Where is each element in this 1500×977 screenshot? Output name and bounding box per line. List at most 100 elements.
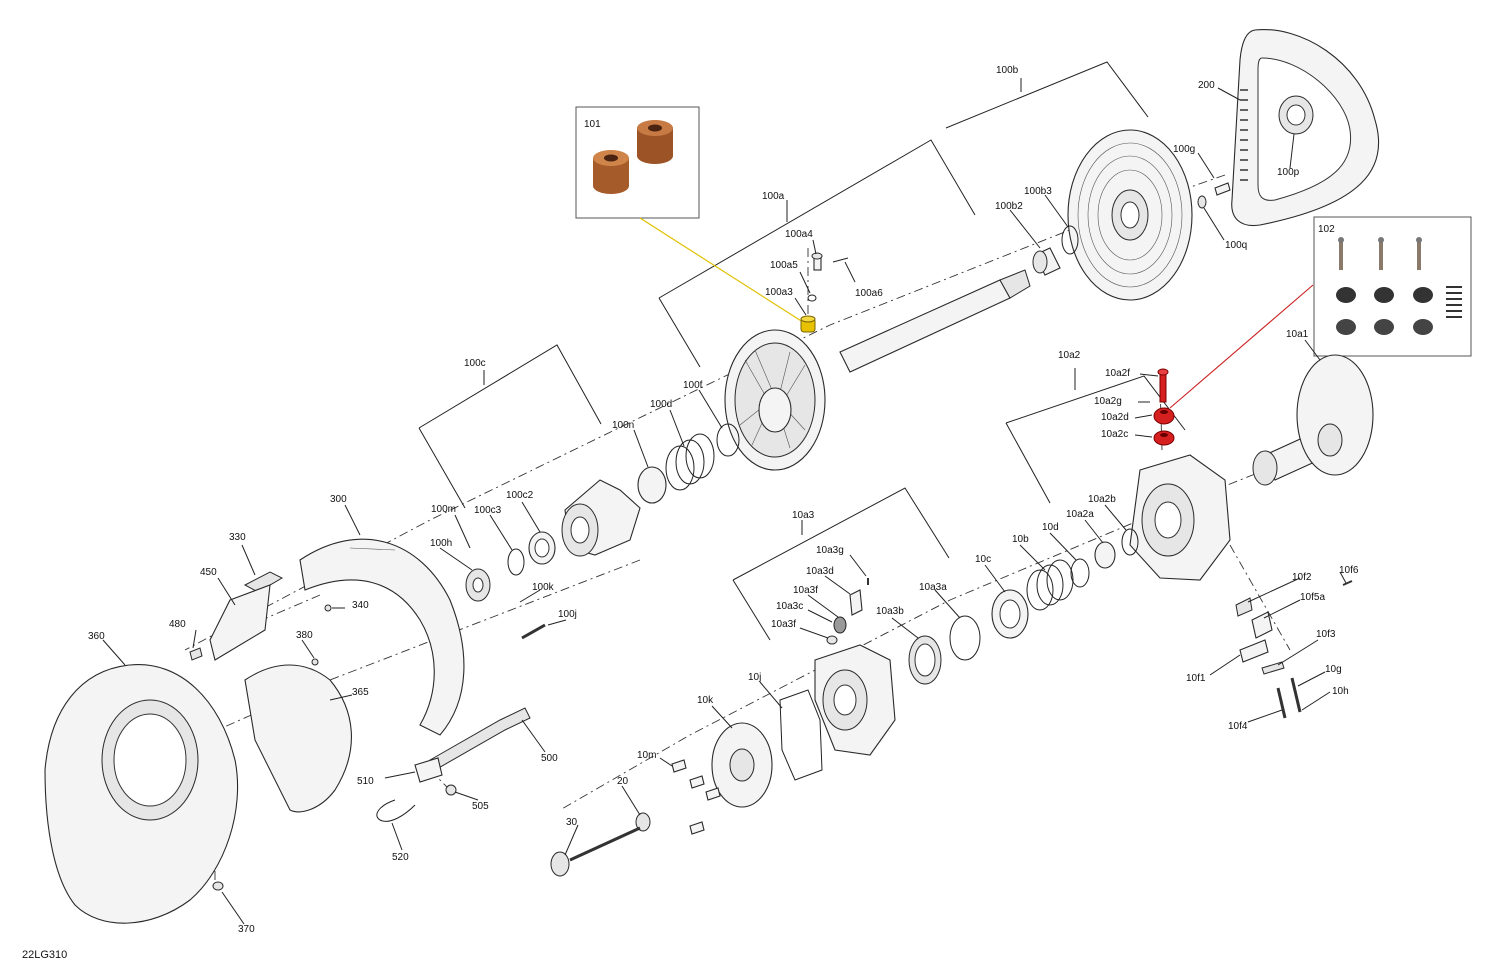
part-label-505: 505	[472, 801, 489, 812]
bracket-450	[209, 584, 271, 661]
spring-10b	[1026, 559, 1074, 611]
roller-10a2d	[1153, 407, 1175, 425]
part-label-100m: 100m	[431, 504, 456, 515]
part-label-10j: 10j	[748, 672, 761, 683]
part-label-10a3b: 10a3b	[876, 606, 904, 617]
part-label-100p: 100p	[1277, 167, 1300, 178]
part-label-20: 20	[617, 776, 629, 787]
part-label-100a4: 100a4	[785, 229, 813, 240]
part-label-10f6: 10f6	[1339, 565, 1359, 576]
guard-300	[299, 538, 465, 736]
part-label-10a2f: 10a2f	[1105, 368, 1130, 379]
part-label-10a3: 10a3	[792, 510, 815, 521]
part-label-100c3: 100c3	[474, 505, 502, 516]
gasket-10j	[779, 689, 823, 781]
pin-10f6	[1342, 580, 1353, 586]
part-label-100b: 100b	[996, 65, 1019, 76]
ring-10a3a	[949, 615, 981, 661]
bolt-30	[550, 826, 641, 877]
part-label-10f1: 10f1	[1186, 673, 1206, 684]
screw-100a4	[811, 252, 823, 271]
part-label-10a2: 10a2	[1058, 350, 1081, 361]
grommet-370	[212, 881, 224, 891]
part-label-510: 510	[357, 776, 374, 787]
spider-10a3	[814, 644, 896, 756]
ring-10d	[1070, 558, 1090, 588]
leader-yellow	[639, 217, 807, 325]
part-label-10f2: 10f2	[1292, 572, 1312, 583]
part-label-520: 520	[392, 852, 409, 863]
ring-100c3	[507, 548, 525, 576]
part-label-10a2d: 10a2d	[1101, 412, 1129, 423]
bushing-100c2	[528, 531, 556, 565]
roller-10a2c	[1153, 430, 1175, 446]
part-10f2	[1235, 597, 1253, 617]
part-label-10k: 10k	[697, 695, 714, 706]
part-label-10a3f-b: 10a3f	[771, 619, 796, 630]
housing-10a2	[1129, 454, 1231, 581]
part-label-100j: 100j	[558, 609, 577, 620]
part-label-10g: 10g	[1325, 664, 1342, 675]
housing-360	[44, 664, 239, 924]
ring-10a2b	[1121, 528, 1139, 556]
pin-10g	[1290, 677, 1302, 713]
seal-100p	[1278, 95, 1314, 135]
screw-100g	[1214, 182, 1231, 196]
bracket-510	[414, 757, 443, 783]
part-label-10a2b: 10a2b	[1088, 494, 1116, 505]
spacer-pair-photo-icon	[593, 120, 673, 194]
washer-100q	[1197, 195, 1207, 209]
nut-505	[445, 784, 457, 796]
inset-box-101	[575, 106, 807, 325]
part-label-100q: 100q	[1225, 240, 1247, 251]
part-label-10a3f-a: 10a3f	[793, 585, 818, 596]
fixed-sheave-shaft-100a	[724, 269, 1031, 471]
washer-10a3f	[826, 635, 838, 645]
part-label-100g: 100g	[1173, 144, 1195, 155]
screws-10m	[671, 759, 721, 835]
part-label-10a2g: 10a2g	[1094, 396, 1122, 407]
inset-102-label: 102	[1318, 224, 1335, 235]
cover-365	[244, 664, 352, 813]
part-label-100a3: 100a3	[765, 287, 793, 298]
part-label-370: 370	[238, 924, 255, 935]
inset-101-label: 101	[584, 119, 601, 130]
part-label-100h: 100h	[430, 538, 452, 549]
roller-10a3c	[833, 616, 847, 634]
washer-20	[635, 812, 651, 832]
bracket-330	[243, 571, 284, 593]
screw-340	[324, 604, 332, 612]
part-label-500: 500	[541, 753, 558, 764]
spring-100d	[665, 433, 715, 491]
cover-10k	[711, 722, 773, 808]
pins-rollers-kit-photo-icon	[1336, 237, 1462, 335]
part-label-100b3: 100b3	[1024, 186, 1052, 197]
screw-480	[189, 647, 203, 661]
sliding-sheave-100b	[1067, 129, 1193, 301]
part-label-360: 360	[88, 631, 105, 642]
pin-10a3d	[849, 589, 863, 616]
inset-box-102	[1169, 216, 1472, 409]
pin-10a2f	[1157, 368, 1169, 403]
bushing-100b2	[1032, 247, 1061, 276]
part-label-10h: 10h	[1332, 686, 1349, 697]
screw-380	[311, 658, 319, 666]
part-label-10d: 10d	[1042, 522, 1059, 533]
ring-10a3b	[908, 635, 942, 685]
part-label-100c: 100c	[464, 358, 486, 369]
washer-100n	[637, 466, 667, 504]
group-brackets	[418, 61, 1186, 641]
part-label-10f4: 10f4	[1228, 721, 1248, 732]
part-label-10f5a: 10f5a	[1300, 592, 1325, 603]
part-label-200: 200	[1198, 80, 1215, 91]
part-label-10a3g: 10a3g	[816, 545, 844, 556]
part-label-10a3a: 10a3a	[919, 582, 947, 593]
part-10f5a	[1251, 611, 1273, 639]
nut-100h	[465, 568, 491, 602]
part-label-100a: 100a	[762, 191, 785, 202]
part-label-100c2: 100c2	[506, 490, 534, 501]
part-label-10f3: 10f3	[1316, 629, 1336, 640]
part-label-10a3d: 10a3d	[806, 566, 834, 577]
